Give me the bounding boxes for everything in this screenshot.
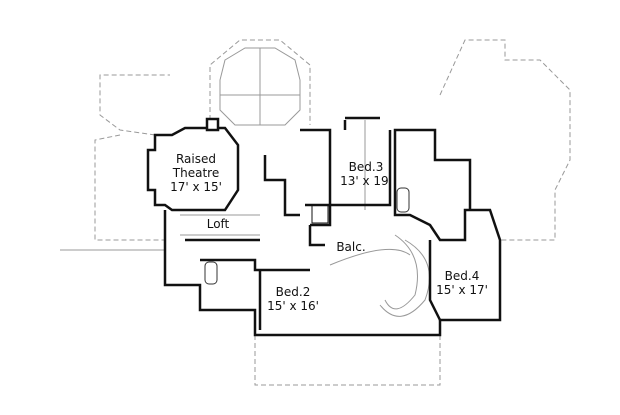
room-name: Raised — [175, 152, 216, 166]
bathtub — [204, 261, 218, 285]
chimney — [205, 117, 220, 132]
thin-lines — [60, 47, 430, 317]
room-name: Bed.2 — [275, 285, 311, 299]
room-name: Bed.4 — [444, 269, 480, 283]
room-balcony: Balc. — [336, 240, 365, 254]
room-bed-4: Bed.4 15' x 17' — [436, 269, 488, 297]
room-name: Balc. — [336, 240, 366, 254]
room-size: 13' x 19' — [340, 174, 392, 188]
roof-outline — [94, 39, 571, 386]
room-bed-3: Bed.3 13' x 19' — [340, 160, 392, 188]
room-name: Bed.3 — [348, 160, 384, 174]
bathtub — [396, 187, 410, 213]
walls — [146, 116, 502, 337]
room-size: 15' x 16' — [267, 299, 319, 313]
room-name-line2: Theatre — [172, 166, 220, 180]
room-raised-theatre: Raised Theatre 17' x 15' — [170, 152, 222, 194]
room-bed-2: Bed.2 15' x 16' — [267, 285, 319, 313]
room-size: 17' x 15' — [170, 180, 222, 194]
room-size: 15' x 17' — [436, 283, 488, 297]
room-loft: Loft — [207, 217, 230, 231]
room-name: Loft — [206, 217, 230, 231]
shower — [311, 204, 329, 224]
